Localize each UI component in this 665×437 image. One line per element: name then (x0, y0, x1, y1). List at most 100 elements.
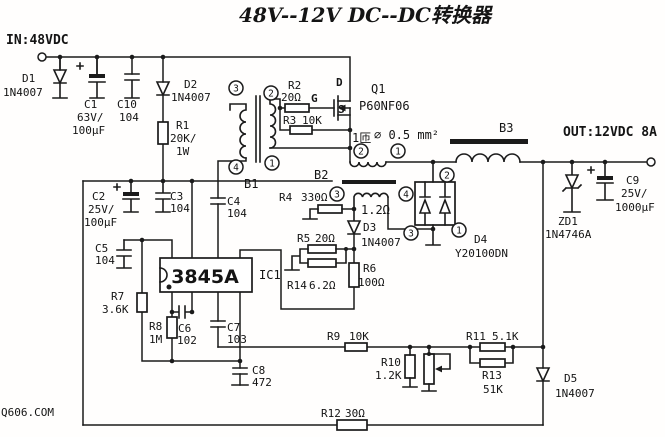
d4-diode-right (438, 181, 452, 226)
r1-ref: R1 (176, 119, 189, 132)
resistor-symbol (136, 292, 148, 313)
ic-ref: IC1 (259, 268, 281, 282)
b1-primary-winding (229, 103, 247, 159)
cap-symbol (124, 73, 140, 99)
b2-terminal-1: 1 (390, 143, 406, 159)
b1-terminal-4: 4 (228, 159, 244, 175)
output-terminal: OUT:12VDC 8A (563, 125, 657, 167)
terminal-number: 3 (408, 229, 414, 240)
resistor-r13: R13 51K (479, 358, 506, 396)
diode-d2: D2 1N4007 (155, 78, 211, 104)
cap-symbol (210, 320, 226, 328)
r10-value: 1.2K (375, 369, 402, 382)
r10-ref: R10 (381, 356, 401, 369)
resistor-r3: R3 10K (283, 114, 322, 135)
resistor-symbol (404, 354, 416, 379)
r14-value: 6.2Ω (309, 279, 336, 292)
r2-ref: R2 (288, 79, 301, 92)
r9-ref: R9 (327, 330, 340, 343)
q1-part: P60NF06 (359, 99, 410, 113)
zd1-ref: ZD1 (558, 215, 578, 228)
r4-ref: R4 (279, 191, 293, 204)
c2-ref: C2 (92, 190, 105, 203)
cap-plate (89, 74, 105, 78)
capacitor-c7: C7 103 (210, 320, 247, 346)
resistor-symbol (289, 125, 313, 135)
capacitor-c9: C9 25V/ 1000μF (587, 161, 655, 214)
c8-ref: C8 (252, 364, 265, 377)
capacitor-c3: C3 104 (155, 180, 190, 215)
r5-value: 20Ω (315, 232, 335, 245)
potentiometer-wires (421, 346, 451, 392)
b2-aux-terminal-3: 3 (329, 186, 345, 202)
b2-wire-gauge-note: ⌀ 0.5 mm² (374, 128, 439, 142)
capacitor-c4: C4 104 (210, 195, 247, 220)
input-terminal: IN:48VDC (6, 33, 69, 62)
resistor-symbol (479, 342, 506, 352)
d4-value: Y20100DN (455, 247, 508, 260)
q1-pin-d: D (336, 76, 343, 89)
r6-value: 100Ω (358, 276, 385, 289)
c10-value: 104 (119, 111, 139, 124)
r3-ref: R3 (283, 114, 296, 127)
diode-symbol (346, 208, 362, 236)
mosfet-stubs (337, 100, 351, 116)
zd1-value: 1N4746A (545, 228, 592, 241)
resistor-symbol (344, 342, 368, 352)
zener-zd1: ZD1 1N4746A (545, 161, 592, 241)
capacitor-c1: C1 63V/ 100μF (72, 56, 106, 137)
c5-ref: C5 (95, 242, 108, 255)
d5-value: 1N4007 (555, 387, 595, 400)
r2-value: 20Ω (281, 91, 301, 104)
capacitor-c8: C8 472 (231, 364, 272, 389)
c9-voltage: 25V/ (621, 187, 648, 200)
mosfet-body-arrow (338, 104, 346, 112)
c9-capacity: 1000μF (615, 201, 655, 214)
diode-symbol (52, 56, 68, 99)
resistor-r12: R12 30Ω (321, 407, 368, 431)
ic-pin1-dot (166, 284, 172, 290)
r7-bottom-net (141, 311, 241, 362)
r4-value: 330Ω (301, 191, 328, 204)
cap-symbol (210, 197, 226, 205)
c7-ref: C7 (227, 321, 240, 334)
b1-terminal-1: 1 (264, 155, 280, 171)
r12-value: 30Ω (345, 407, 365, 420)
r8-ref: R8 (149, 320, 162, 333)
r3-value: 10K (302, 114, 322, 127)
d1-ref: D1 (22, 72, 35, 85)
cap-symbol (116, 239, 132, 269)
c4-value: 104 (227, 207, 247, 220)
capacitor-c6: C6 102 (171, 305, 197, 347)
q1-ref: Q1 (371, 82, 385, 96)
r3-net (279, 107, 351, 131)
resistor-symbol (157, 121, 169, 145)
r6-ref: R6 (363, 262, 376, 275)
cap-plate (123, 192, 139, 196)
cap-symbol (587, 161, 614, 201)
r13-value: 51K (483, 383, 503, 396)
inductor-b3: B3 (450, 121, 528, 163)
potentiometer-wiper-arrow (435, 365, 442, 373)
potentiometer-symbol (423, 353, 435, 385)
d3-value: 1N4007 (361, 236, 401, 249)
resistor-r2: R2 20Ω (281, 79, 310, 113)
terminal-number: 4 (403, 190, 409, 201)
ic-part-number: 3845A (171, 266, 239, 288)
diode-d5: D5 1N4007 (535, 367, 595, 400)
output-terminal-circle (646, 157, 656, 167)
r9-value: 10K (349, 330, 369, 343)
r13-ref: R13 (482, 369, 502, 382)
ic-3845a: 3845A IC1 (159, 257, 281, 293)
watermark: Q606.COM (1, 406, 54, 419)
trimmer-potentiometer (421, 346, 451, 392)
r11-ref: R11 (466, 330, 486, 343)
b1-label: B1 (244, 177, 258, 191)
r1-value: 20K/ (170, 132, 197, 145)
b1-terminal-3: 3 (228, 80, 244, 96)
c4-ref: C4 (227, 195, 241, 208)
cap-symbol (171, 305, 193, 319)
terminal-number: 1 (395, 147, 401, 158)
b2-label: B2 (314, 168, 328, 182)
mosfet-q1: D G S Q1 P60NF06 (311, 76, 410, 121)
